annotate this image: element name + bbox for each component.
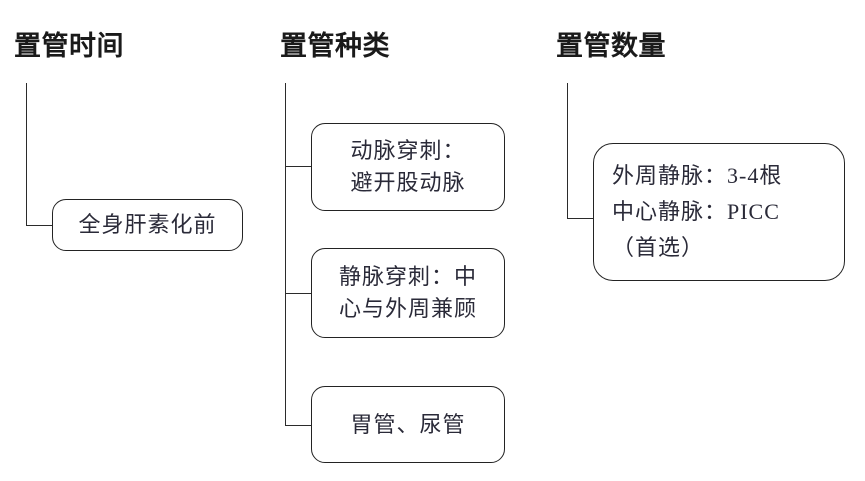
node-line: 中心静脉：PICC	[612, 199, 780, 224]
connector-stub-tubes	[285, 425, 312, 426]
connector-trunk-time	[26, 83, 27, 226]
node-gastric-urinary-tubes: 胃管、尿管	[311, 386, 505, 463]
node-line: 全身肝素化前	[78, 212, 217, 237]
node-line: 胃管、尿管	[350, 411, 466, 437]
column-header-type: 置管种类	[280, 31, 390, 62]
node-arterial-puncture: 动脉穿刺： 避开股动脉	[311, 123, 505, 211]
node-line: 外周静脉：3-4根	[612, 163, 783, 188]
connector-stub-venous	[285, 293, 312, 294]
column-header-count: 置管数量	[556, 31, 666, 62]
node-line: 动脉穿刺：	[350, 138, 466, 163]
node-catheter-quantity: 外周静脉：3-4根 中心静脉：PICC （首选）	[593, 143, 845, 281]
connector-stub-count	[567, 218, 594, 219]
node-venous-puncture: 静脉穿刺：中 心与外周兼顾	[311, 248, 505, 338]
node-heparinization-timing: 全身肝素化前	[52, 199, 243, 251]
connector-trunk-count	[567, 83, 568, 219]
connector-stub-time	[26, 225, 54, 226]
node-line: （首选）	[612, 235, 705, 260]
node-line: 避开股动脉	[350, 170, 466, 195]
node-line: 静脉穿刺：中	[338, 264, 477, 289]
node-line: 心与外周兼顾	[338, 296, 477, 321]
connector-trunk-type	[285, 83, 286, 426]
column-header-time: 置管时间	[14, 31, 124, 62]
connector-stub-arterial	[285, 166, 312, 167]
